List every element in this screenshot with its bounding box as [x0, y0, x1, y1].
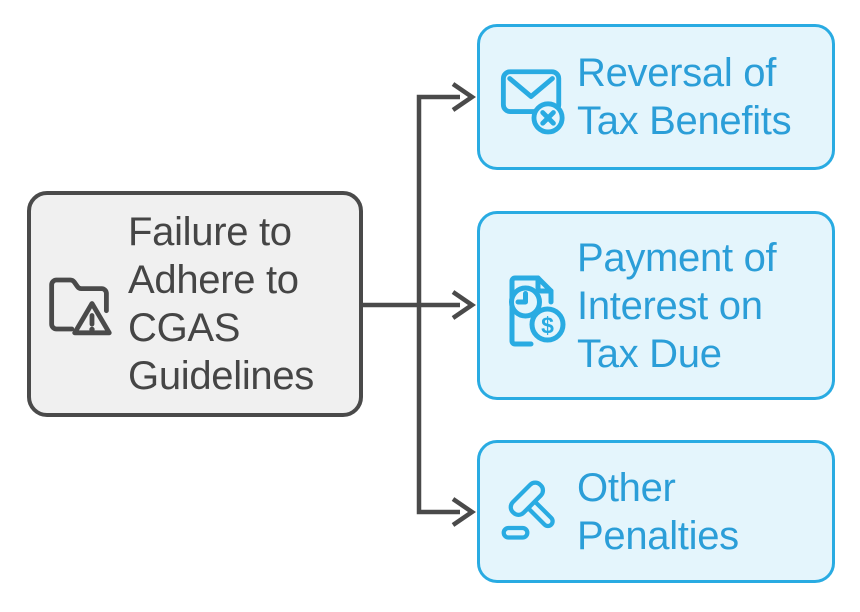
arrowhead-branch-2: [451, 290, 476, 320]
node-branch-label: Other Penalties: [577, 465, 739, 558]
node-branch-label: Reversal of Tax Benefits: [577, 51, 792, 143]
arrowhead-branch-1: [451, 82, 476, 112]
connector-trunk-to-branch-1: [416, 94, 460, 305]
connector-trunk-to-branch-3: [416, 305, 460, 515]
node-branch-label: Payment of Interest on Tax Due: [577, 235, 777, 376]
mail-cancel-icon: [499, 57, 567, 137]
node-root-failure-cgas: Failure to Adhere to CGAS Guidelines: [27, 191, 363, 417]
folder-warning-icon: [43, 266, 116, 342]
node-other-penalties: Other Penalties: [477, 440, 835, 583]
node-payment-interest-tax-due: $ Payment of Interest on Tax Due: [477, 211, 835, 400]
node-reversal-tax-benefits: Reversal of Tax Benefits: [477, 24, 835, 170]
arrowhead-branch-3: [451, 497, 476, 527]
document-clock-dollar-icon: $: [499, 264, 567, 348]
node-root-label: Failure to Adhere to CGAS Guidelines: [128, 210, 315, 398]
svg-text:$: $: [541, 312, 554, 338]
gavel-icon: [499, 476, 567, 548]
